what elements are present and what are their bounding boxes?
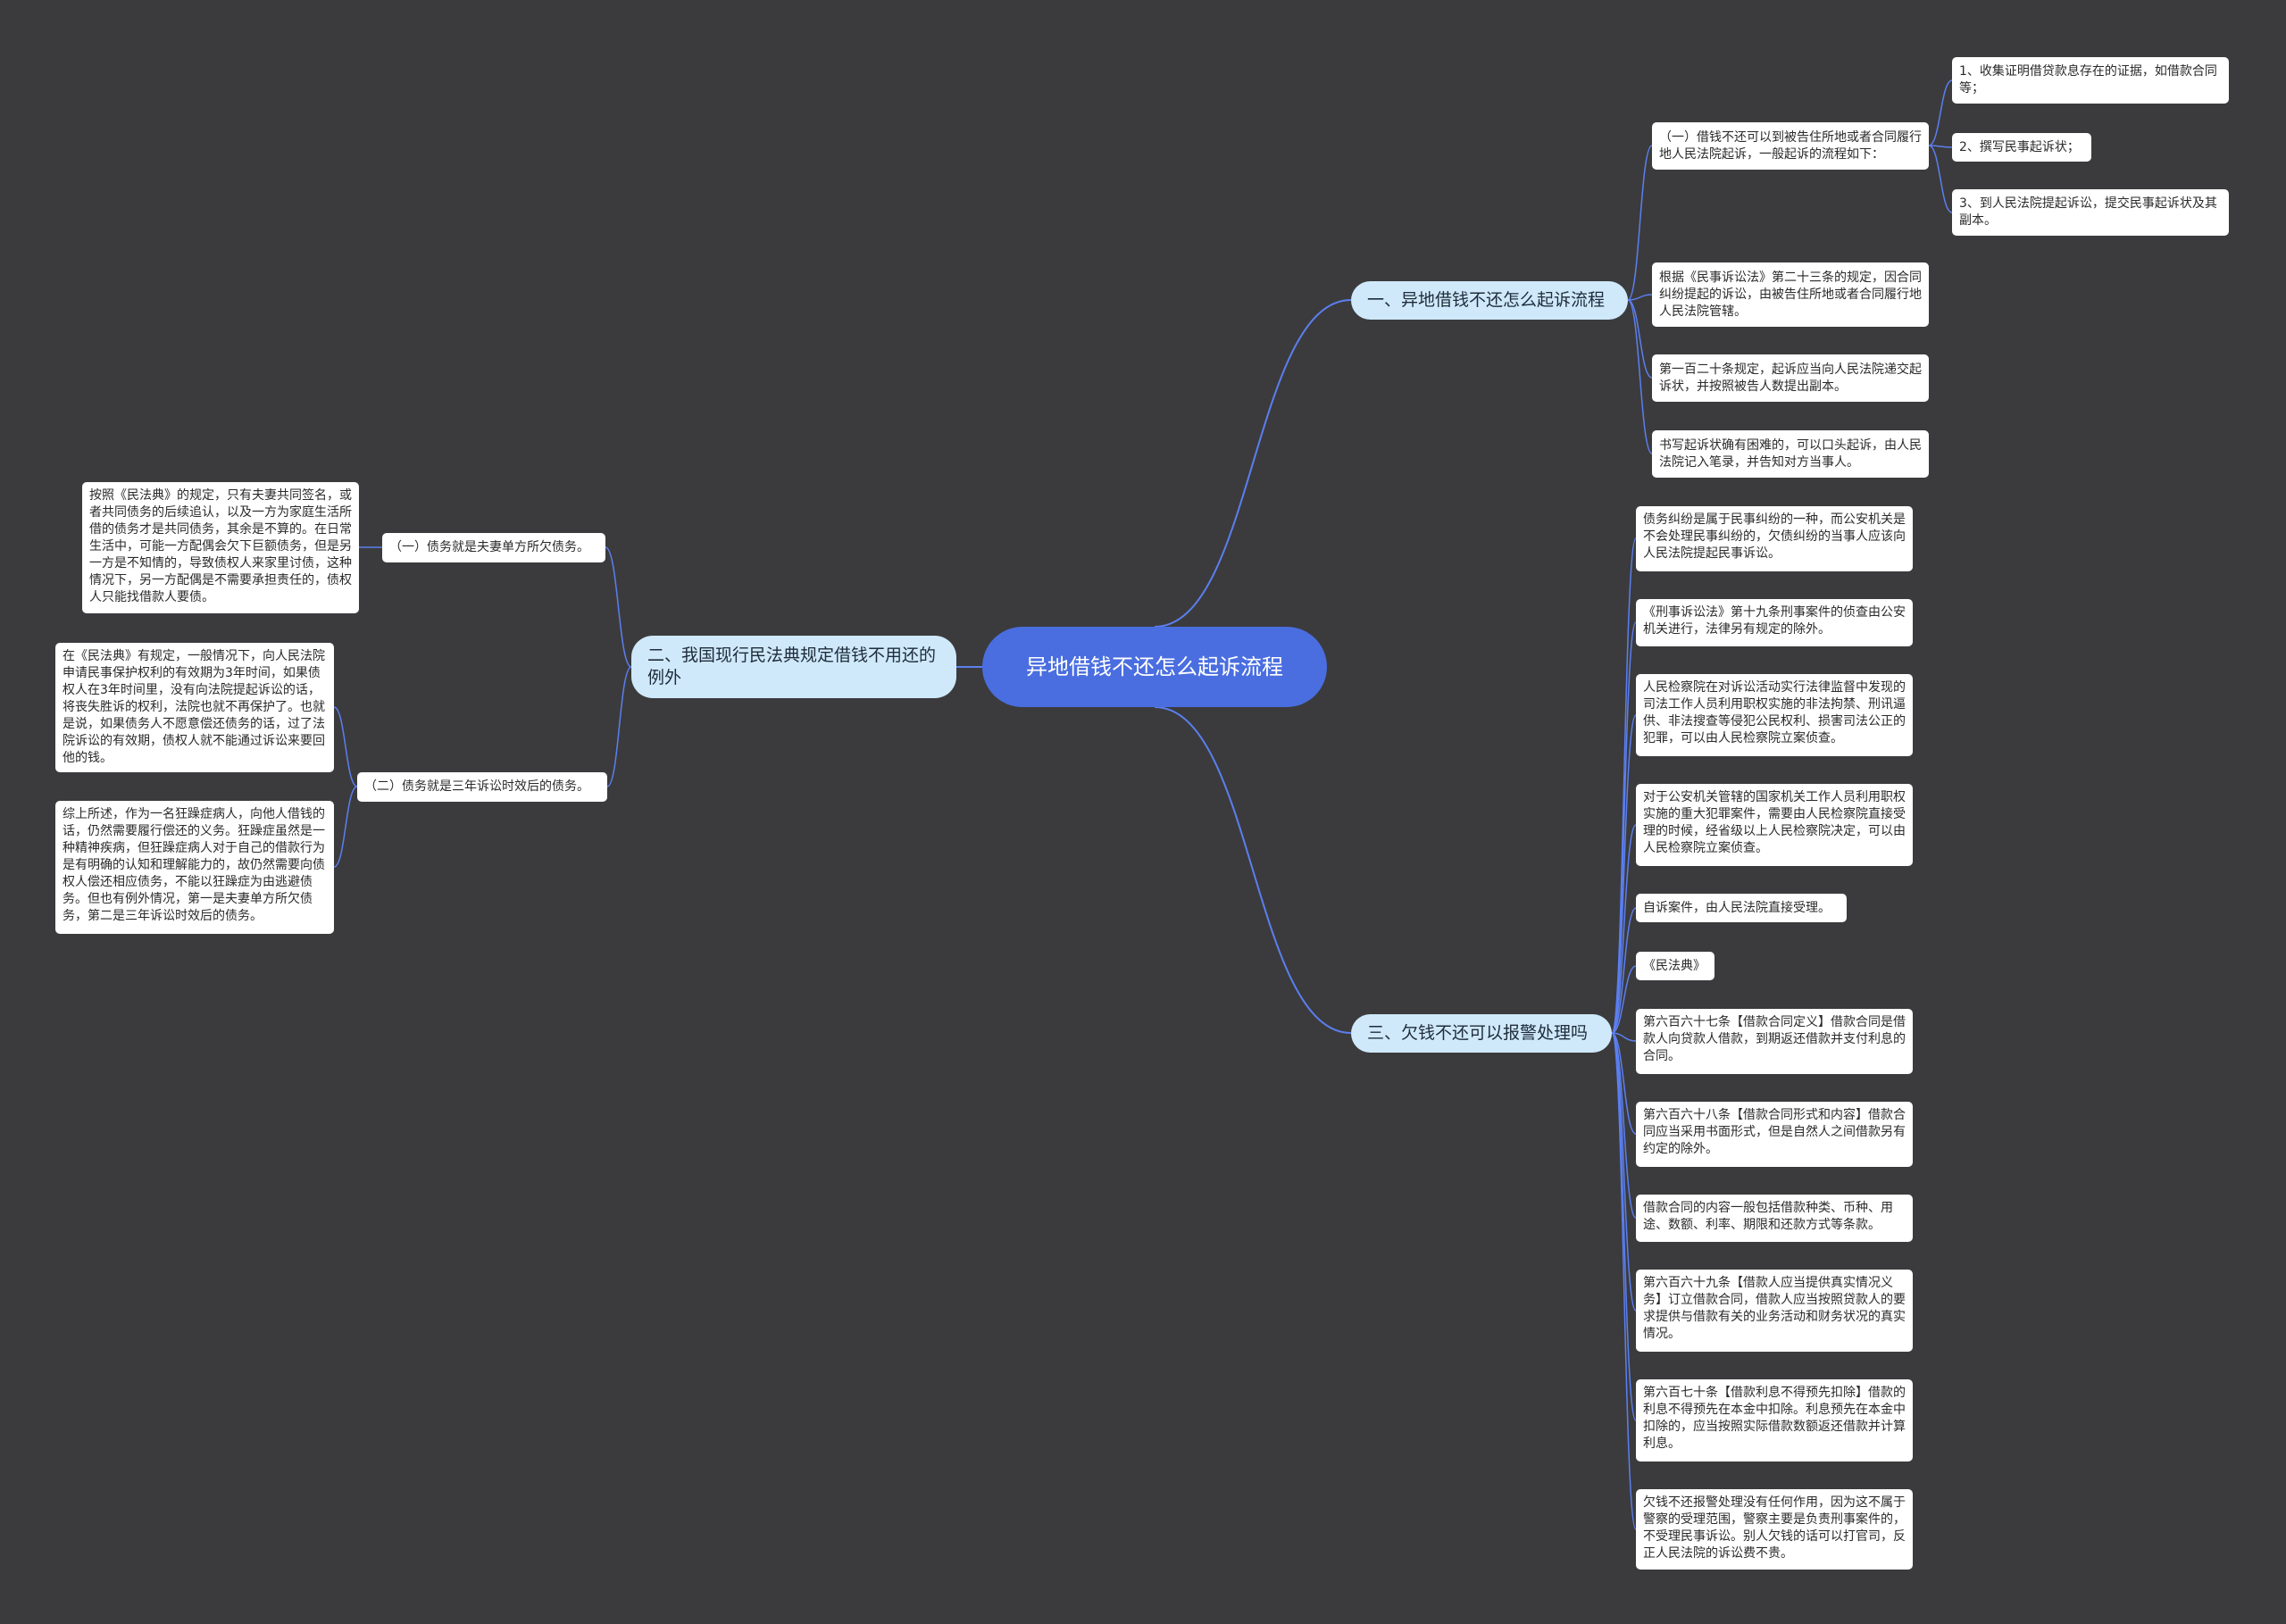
b3-leaf[interactable]: 《刑事诉讼法》第十九条刑事案件的侦查由公安机关进行，法律另有规定的除外。 <box>1636 599 1913 646</box>
b3-leaf[interactable]: 第六百六十八条【借款合同形式和内容】借款合同应当采用书面形式，但是自然人之间借款… <box>1636 1102 1913 1167</box>
branch-sue-process[interactable]: 一、异地借钱不还怎么起诉流程 <box>1351 281 1628 320</box>
connector-b1-child <box>1627 294 1653 301</box>
b2-spouse-debt-detail-text: 按照《民法典》的规定，只有夫妻共同签名，或者共同债务的后续追认，以及一方为家庭生… <box>89 488 352 604</box>
connector-b2-detail <box>333 706 358 787</box>
branch-no-repay-exceptions-label: 二、我国现行民法典规定借钱不用还的例外 <box>647 645 937 687</box>
b1-step-1[interactable]: 1、收集证明借贷款息存在的证据，如借款合同等； <box>1952 57 2229 104</box>
branch-police-report-label: 三、欠钱不还可以报警处理吗 <box>1367 1023 1589 1043</box>
connector-b1-step <box>1928 79 1953 146</box>
connector-b3-child <box>1611 907 1637 1034</box>
b2-summary-detail-text: 综上所述，作为一名狂躁症病人，向他人借钱的话，仍然需要履行偿还的义务。狂躁症虽然… <box>63 807 325 923</box>
b1-step-2-text: 2、撰写民事起诉状； <box>1959 139 2080 154</box>
b2-spouse-debt-text: （一）债务就是夫妻单方所欠债务。 <box>389 540 589 554</box>
b1-civil-procedure-art23-text: 根据《民事诉讼法》第二十三条的规定，因合同纠纷提起的诉讼，由被告住所地或者合同履… <box>1659 270 1922 319</box>
root-topic[interactable]: 异地借钱不还怎么起诉流程 <box>982 627 1327 707</box>
b3-leaf-text: 借款合同的内容一般包括借款种类、币种、用途、数额、利率、期限和还款方式等条款。 <box>1643 1201 1893 1232</box>
b3-leaf[interactable]: 自诉案件，由人民法院直接受理。 <box>1636 894 1847 922</box>
b2-time-barred-detail-text: 在《民法典》有规定，一般情况下，向人民法院申请民事保护权利的有效期为3年时间，如… <box>63 649 325 765</box>
b3-leaf-text: 对于公安机关管辖的国家机关工作人员利用职权实施的重大犯罪案件，需要由人民检察院直… <box>1643 790 1906 855</box>
b3-leaf-text: 《民法典》 <box>1643 958 1706 973</box>
b2-summary-detail[interactable]: 综上所述，作为一名狂躁症病人，向他人借钱的话，仍然需要履行偿还的义务。狂躁症虽然… <box>55 801 334 934</box>
b3-leaf-text: 《刑事诉讼法》第十九条刑事案件的侦查由公安机关进行，法律另有规定的除外。 <box>1643 605 1906 637</box>
b3-leaf-text: 第六百七十条【借款利息不得预先扣除】借款的利息不得预先在本金中扣除。利息预先在本… <box>1643 1386 1906 1451</box>
branch-police-report[interactable]: 三、欠钱不还可以报警处理吗 <box>1351 1014 1612 1053</box>
connector-b2-child <box>605 546 632 668</box>
connector-b2-child <box>606 666 632 787</box>
connector-b1-child <box>1627 299 1653 454</box>
connector-b3-child <box>1611 1032 1637 1219</box>
connector-b3-child <box>1611 714 1637 1034</box>
b1-lawsuit-venue-text: （一）借钱不还可以到被告住所地或者合同履行地人民法院起诉，一般起诉的流程如下： <box>1659 129 1922 162</box>
b3-leaf[interactable]: 第六百六十九条【借款人应当提供真实情况义务】订立借款合同，借款人应当按照贷款人的… <box>1636 1270 1913 1352</box>
b1-step-1-text: 1、收集证明借贷款息存在的证据，如借款合同等； <box>1959 64 2217 96</box>
connector-b1-step <box>1928 145 1953 213</box>
b2-spouse-debt-detail[interactable]: 按照《民法典》的规定，只有夫妻共同签名，或者共同债务的后续追认，以及一方为家庭生… <box>82 482 359 613</box>
b1-civil-procedure-art23[interactable]: 根据《民事诉讼法》第二十三条的规定，因合同纠纷提起的诉讼，由被告住所地或者合同履… <box>1652 262 1929 327</box>
b1-civil-procedure-art120[interactable]: 第一百二十条规定，起诉应当向人民法院递交起诉状，并按照被告人数提出副本。 <box>1652 354 1929 402</box>
b2-time-barred-detail[interactable]: 在《民法典》有规定，一般情况下，向人民法院申请民事保护权利的有效期为3年时间，如… <box>55 643 334 772</box>
connector-b3-child <box>1611 1032 1637 1530</box>
b3-leaf-text: 自诉案件，由人民法院直接受理。 <box>1643 900 1831 915</box>
b1-oral-complaint[interactable]: 书写起诉状确有困难的，可以口头起诉，由人民法院记入笔录，并告知对方当事人。 <box>1652 430 1929 478</box>
branch-sue-process-label: 一、异地借钱不还怎么起诉流程 <box>1367 290 1606 310</box>
b1-civil-procedure-art120-text: 第一百二十条规定，起诉应当向人民法院递交起诉状，并按照被告人数提出副本。 <box>1659 362 1922 394</box>
b2-time-barred-debt[interactable]: （二）债务就是三年诉讼时效后的债务。 <box>357 772 607 802</box>
connector-root-b3 <box>1154 706 1352 1034</box>
b1-step-3[interactable]: 3、到人民法院提起诉讼，提交民事起诉状及其副本。 <box>1952 189 2229 236</box>
b3-leaf-text: 第六百六十九条【借款人应当提供真实情况义务】订立借款合同，借款人应当按照贷款人的… <box>1643 1276 1906 1341</box>
connector-b3-child <box>1611 1032 1637 1135</box>
connector-b2-detail <box>333 786 358 868</box>
b3-leaf-text: 第六百六十七条【借款合同定义】借款合同是借款人向贷款人借款，到期返还借款并支付利… <box>1643 1015 1906 1063</box>
b3-leaf[interactable]: 第六百六十七条【借款合同定义】借款合同是借款人向贷款人借款，到期返还借款并支付利… <box>1636 1009 1913 1074</box>
connector-b3-child <box>1611 1032 1637 1312</box>
connector-b3-child <box>1611 1032 1637 1042</box>
connector-b3-child <box>1611 965 1637 1034</box>
b3-leaf[interactable]: 对于公安机关管辖的国家机关工作人员利用职权实施的重大犯罪案件，需要由人民检察院直… <box>1636 784 1913 866</box>
connector-root-b1 <box>1154 299 1352 628</box>
b3-leaf-text: 人民检察院在对诉讼活动实行法律监督中发现的司法工作人员利用职权实施的非法拘禁、刑… <box>1643 680 1906 745</box>
connector-b1-child <box>1627 145 1653 301</box>
b3-leaf[interactable]: 债务纠纷是属于民事纠纷的一种，而公安机关是不会处理民事纠纷的，欠债纠纷的当事人应… <box>1636 506 1913 571</box>
connector-b1-child <box>1627 299 1653 379</box>
connector-b3-child <box>1611 1032 1637 1421</box>
branch-no-repay-exceptions[interactable]: 二、我国现行民法典规定借钱不用还的例外 <box>631 636 956 698</box>
b1-step-3-text: 3、到人民法院提起诉讼，提交民事起诉状及其副本。 <box>1959 196 2217 228</box>
b1-step-2[interactable]: 2、撰写民事起诉状； <box>1952 133 2091 162</box>
root-topic-label: 异地借钱不还怎么起诉流程 <box>1026 654 1283 679</box>
b2-time-barred-debt-text: （二）债务就是三年诉讼时效后的债务。 <box>364 779 589 794</box>
b1-lawsuit-venue[interactable]: （一）借钱不还可以到被告住所地或者合同履行地人民法院起诉，一般起诉的流程如下： <box>1652 122 1929 170</box>
b3-leaf[interactable]: 欠钱不还报警处理没有任何作用，因为这不属于警察的受理范围，警察主要是负责刑事案件… <box>1636 1489 1913 1570</box>
b2-spouse-debt[interactable]: （一）债务就是夫妻单方所欠债务。 <box>382 533 605 562</box>
connector-b3-child <box>1611 537 1637 1034</box>
b3-leaf[interactable]: 《民法典》 <box>1636 952 1714 980</box>
b3-leaf[interactable]: 第六百七十条【借款利息不得预先扣除】借款的利息不得预先在本金中扣除。利息预先在本… <box>1636 1379 1913 1462</box>
b3-leaf-text: 第六百六十八条【借款合同形式和内容】借款合同应当采用书面形式，但是自然人之间借款… <box>1643 1108 1906 1156</box>
b3-leaf-text: 欠钱不还报警处理没有任何作用，因为这不属于警察的受理范围，警察主要是负责刑事案件… <box>1643 1495 1906 1561</box>
b3-leaf-text: 债务纠纷是属于民事纠纷的一种，而公安机关是不会处理民事纠纷的，欠债纠纷的当事人应… <box>1643 512 1906 561</box>
b3-leaf[interactable]: 人民检察院在对诉讼活动实行法律监督中发现的司法工作人员利用职权实施的非法拘禁、刑… <box>1636 674 1913 756</box>
connector-b1-step <box>1928 145 1953 148</box>
connector-b3-child <box>1611 824 1637 1034</box>
b3-leaf[interactable]: 借款合同的内容一般包括借款种类、币种、用途、数额、利率、期限和还款方式等条款。 <box>1636 1195 1913 1242</box>
b1-oral-complaint-text: 书写起诉状确有困难的，可以口头起诉，由人民法院记入笔录，并告知对方当事人。 <box>1659 437 1922 470</box>
